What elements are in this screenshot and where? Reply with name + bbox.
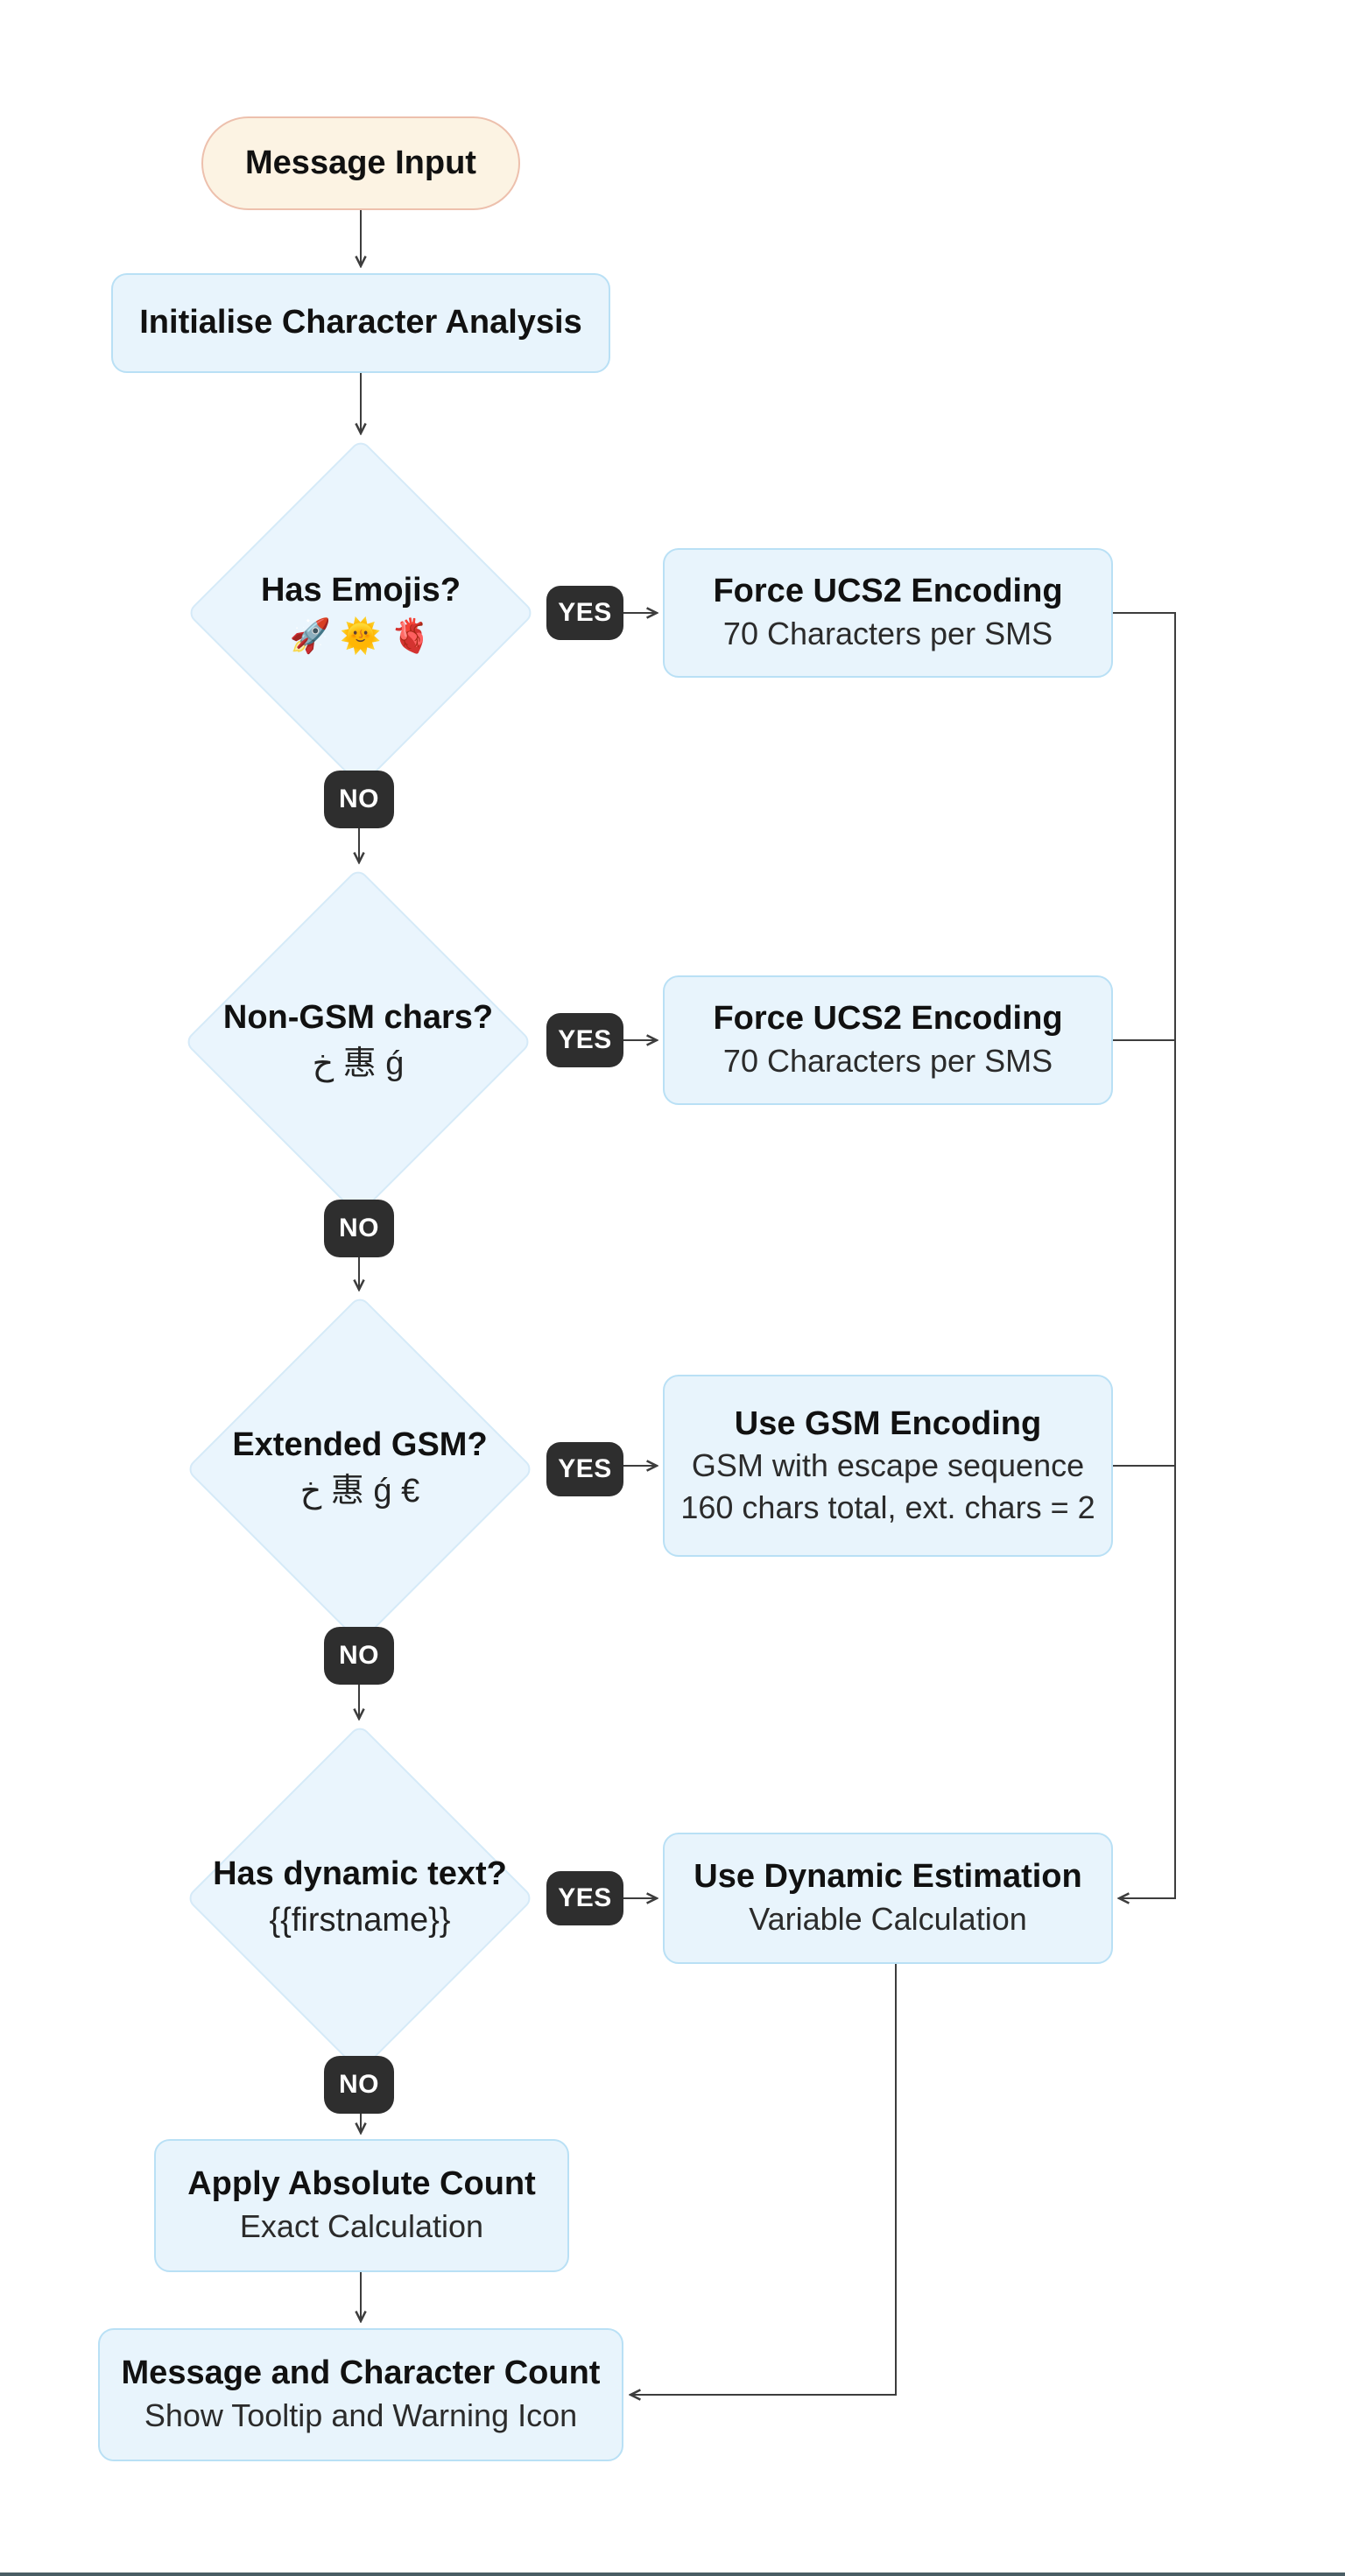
yes-badge: YES [546,1013,623,1067]
decision-label-has-dynamic-text: Has dynamic text? {{firstname}} [185,1846,535,1951]
outcome-line: 70 Characters per SMS [722,615,1053,651]
decision-label-extended-gsm: Extended GSM? خ 惠 ǵ € [185,1417,535,1522]
process-title: Apply Absolute Count [187,2165,536,2203]
decision-example: خ 惠 ǵ [312,1045,405,1083]
process-subtitle: Exact Calculation [239,2207,484,2244]
outcome-node-use-gsm-encoding: Use GSM Encoding GSM with escape sequenc… [663,1375,1113,1557]
outcome-line: 160 chars total, ext. chars = 2 [680,1489,1095,1525]
bottom-divider-bar [0,2572,1345,2576]
outcome-line: Variable Calculation [749,1900,1027,1937]
decision-label-non-gsm-chars: Non-GSM chars? خ 惠 ǵ [183,989,533,1094]
decision-title: Non-GSM chars? [222,998,494,1036]
outcome-node-force-ucs2-1: Force UCS2 Encoding 70 Characters per SM… [663,548,1113,678]
outcome-title: Use Dynamic Estimation [694,1858,1082,1896]
terminal-node-message-and-character-count: Message and Character Count Show Tooltip… [98,2328,623,2461]
rail-box1-to-box4 [1113,612,1176,1898]
decision-example: 🚀 🌞 🫀 [289,618,433,656]
outcome-node-use-dynamic-estimation: Use Dynamic Estimation Variable Calculat… [663,1833,1113,1964]
start-label: Message Input [245,144,476,181]
outcome-title: Use GSM Encoding [734,1404,1042,1442]
outcome-line: GSM with escape sequence [691,1447,1085,1484]
process-node-apply-absolute-count: Apply Absolute Count Exact Calculation [154,2139,569,2272]
terminal-subtitle: Show Tooltip and Warning Icon [144,2397,578,2433]
decision-title: Extended GSM? [232,1425,488,1463]
decision-title: Has Emojis? [260,571,461,609]
decision-example: خ 惠 ǵ € [299,1473,420,1510]
start-node-message-input: Message Input [201,116,520,210]
process-node-initialise-character-analysis: Initialise Character Analysis [111,273,610,373]
outcome-title: Force UCS2 Encoding [713,1000,1063,1038]
decision-label-has-emojis: Has Emojis? 🚀 🌞 🫀 [186,562,536,667]
terminal-title: Message and Character Count [121,2354,601,2392]
process-label: Initialise Character Analysis [139,304,582,341]
no-badge: NO [324,1200,394,1257]
arrow-box4-to-result [631,1964,897,2395]
outcome-line: 70 Characters per SMS [722,1042,1053,1079]
no-badge: NO [324,1627,394,1685]
yes-badge: YES [546,1871,623,1925]
outcome-title: Force UCS2 Encoding [713,573,1063,610]
outcome-node-force-ucs2-2: Force UCS2 Encoding 70 Characters per SM… [663,975,1113,1105]
yes-badge: YES [546,586,623,640]
decision-example: {{firstname}} [269,1902,451,1939]
yes-badge: YES [546,1442,623,1496]
no-badge: NO [324,771,394,828]
no-badge: NO [324,2056,394,2114]
decision-title: Has dynamic text? [213,1855,507,1892]
